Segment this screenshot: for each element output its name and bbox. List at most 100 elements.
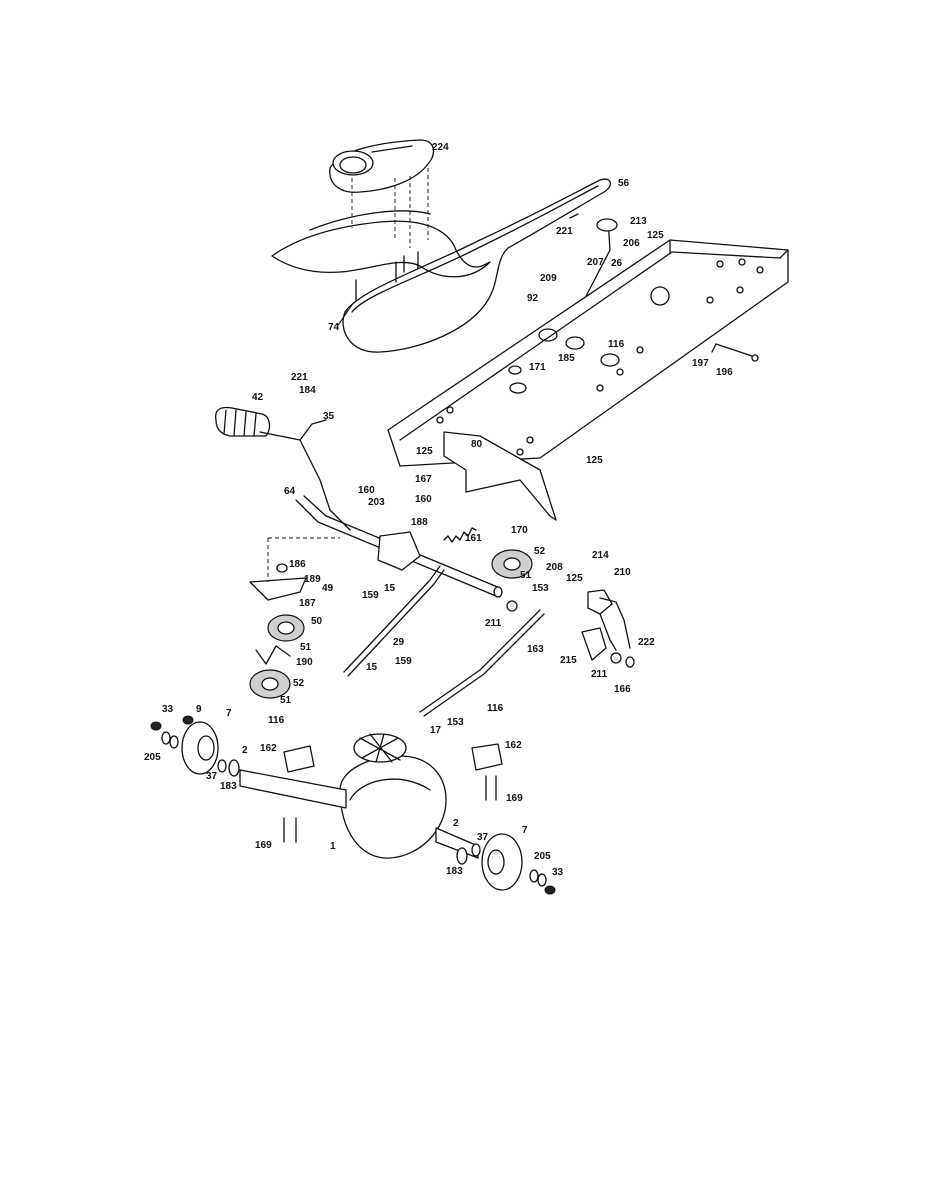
callout-196: 196 bbox=[716, 367, 733, 378]
pulley-52b bbox=[491, 549, 533, 579]
callout-183: 183 bbox=[220, 781, 237, 792]
callout-211: 211 bbox=[591, 669, 608, 680]
bracket-188 bbox=[377, 531, 421, 571]
callout-153: 153 bbox=[532, 583, 549, 594]
callout-190: 190 bbox=[296, 657, 313, 668]
drive-belt bbox=[342, 178, 611, 353]
callout-162: 162 bbox=[260, 743, 277, 754]
transaxle bbox=[339, 733, 447, 859]
callout-189: 189 bbox=[304, 574, 321, 585]
callout-51: 51 bbox=[280, 695, 292, 706]
callout-49: 49 bbox=[322, 583, 334, 594]
callout-224: 224 bbox=[432, 142, 449, 153]
mount-162b bbox=[471, 743, 503, 771]
callout-221: 221 bbox=[556, 226, 573, 237]
callout-35: 35 bbox=[323, 411, 335, 422]
callout-33: 33 bbox=[162, 704, 174, 715]
callout-15: 15 bbox=[384, 583, 396, 594]
callout-161: 161 bbox=[465, 533, 482, 544]
callout-15: 15 bbox=[366, 662, 378, 673]
callout-29: 29 bbox=[393, 637, 405, 648]
callout-125: 125 bbox=[566, 573, 583, 584]
brake-rod-210 bbox=[599, 597, 631, 649]
hub-7-left bbox=[181, 721, 219, 775]
callout-42: 42 bbox=[252, 392, 264, 403]
shift-console bbox=[329, 139, 435, 248]
pulley-50 bbox=[267, 614, 305, 642]
callout-37: 37 bbox=[206, 771, 218, 782]
callout-203: 203 bbox=[368, 497, 385, 508]
callout-17: 17 bbox=[430, 725, 442, 736]
callout-210: 210 bbox=[614, 567, 631, 578]
callout-37: 37 bbox=[477, 832, 489, 843]
bolts-74 bbox=[336, 251, 419, 328]
callout-160: 160 bbox=[358, 485, 375, 496]
callout-221: 221 bbox=[291, 372, 308, 383]
pedal-rod-35 bbox=[259, 419, 351, 531]
hub-7-right bbox=[481, 833, 523, 891]
pulley-52a bbox=[249, 669, 291, 699]
brake-pedal-214 bbox=[587, 589, 617, 651]
frame-bracket-80 bbox=[443, 431, 557, 521]
pedal-42 bbox=[214, 406, 271, 437]
callout-167: 167 bbox=[415, 474, 432, 485]
callout-7: 7 bbox=[226, 708, 232, 719]
callout-52: 52 bbox=[293, 678, 305, 689]
callout-2: 2 bbox=[453, 818, 459, 829]
callout-206: 206 bbox=[623, 238, 640, 249]
callout-211: 211 bbox=[485, 618, 502, 629]
idler-bracket-189 bbox=[249, 537, 340, 601]
callout-92: 92 bbox=[527, 293, 539, 304]
callout-50: 50 bbox=[311, 616, 323, 627]
callout-187: 187 bbox=[299, 598, 316, 609]
callout-163: 163 bbox=[527, 644, 544, 655]
callout-9: 9 bbox=[196, 704, 202, 715]
callout-64: 64 bbox=[284, 486, 296, 497]
frame bbox=[387, 239, 789, 467]
callout-184: 184 bbox=[299, 385, 316, 396]
washers-211-222-166 bbox=[506, 600, 635, 668]
callout-186: 186 bbox=[289, 559, 306, 570]
callout-197: 197 bbox=[692, 358, 709, 369]
callout-7: 7 bbox=[522, 825, 528, 836]
callout-2: 2 bbox=[242, 745, 248, 756]
rod-163 bbox=[419, 609, 545, 717]
bolts-169 bbox=[283, 775, 497, 843]
callout-207: 207 bbox=[587, 257, 604, 268]
callout-169: 169 bbox=[506, 793, 523, 804]
spring-161 bbox=[443, 527, 477, 543]
callout-52: 52 bbox=[534, 546, 546, 557]
callout-116: 116 bbox=[268, 715, 285, 726]
callout-160: 160 bbox=[415, 494, 432, 505]
fender bbox=[271, 210, 491, 278]
washers-right bbox=[456, 843, 556, 895]
callout-51: 51 bbox=[300, 642, 312, 653]
callout-205: 205 bbox=[534, 851, 551, 862]
callout-51: 51 bbox=[520, 570, 532, 581]
callout-162: 162 bbox=[505, 740, 522, 751]
callout-26: 26 bbox=[611, 258, 623, 269]
callout-208: 208 bbox=[546, 562, 563, 573]
callout-125: 125 bbox=[647, 230, 664, 241]
callout-56: 56 bbox=[618, 178, 630, 189]
callout-170: 170 bbox=[511, 525, 528, 536]
callout-214: 214 bbox=[592, 550, 609, 561]
mount-162a bbox=[283, 745, 315, 773]
callout-171: 171 bbox=[529, 362, 546, 373]
axle-left bbox=[239, 769, 347, 809]
callout-153: 153 bbox=[447, 717, 464, 728]
arm-190 bbox=[255, 645, 291, 665]
callout-159: 159 bbox=[395, 656, 412, 667]
callout-74: 74 bbox=[328, 322, 340, 333]
callout-125: 125 bbox=[586, 455, 603, 466]
callout-116: 116 bbox=[608, 339, 625, 350]
callout-222: 222 bbox=[638, 637, 655, 648]
callout-125: 125 bbox=[416, 446, 433, 457]
callout-213: 213 bbox=[630, 216, 647, 227]
callout-1: 1 bbox=[330, 841, 336, 852]
callout-215: 215 bbox=[560, 655, 577, 666]
callout-80: 80 bbox=[471, 439, 483, 450]
callout-169: 169 bbox=[255, 840, 272, 851]
